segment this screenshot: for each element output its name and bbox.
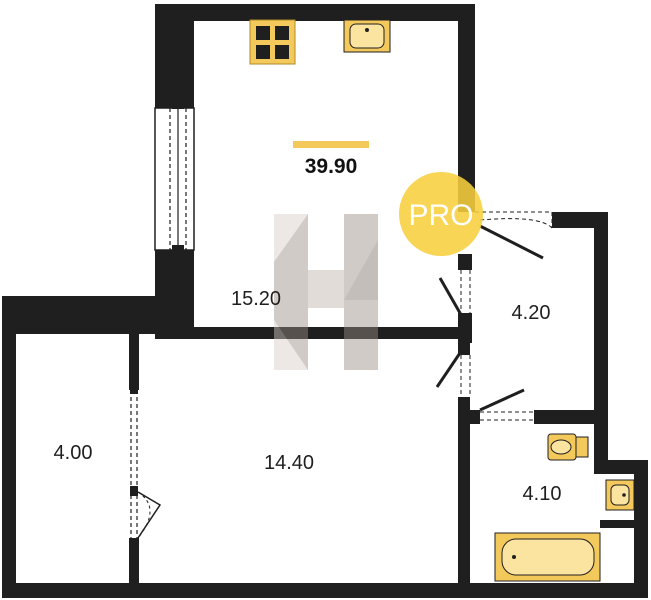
kitchen-door	[438, 270, 471, 314]
wall-bath-top-left	[458, 410, 480, 424]
total-area-label: 39.90	[305, 155, 358, 178]
room-area-hall: 4.20	[512, 302, 551, 324]
room-area-left-room: 4.00	[54, 442, 93, 464]
wall-hall-right	[594, 212, 608, 474]
wall-bath-inner-shaft	[600, 520, 634, 528]
room-area-kitchen-living: 15.20	[231, 288, 281, 310]
wall-kitchen-door-post-upper	[458, 254, 472, 270]
wall-left-room-divider-bottom	[129, 538, 139, 588]
wall-kitchen-bottom	[155, 327, 472, 339]
bathroom-door	[479, 388, 534, 421]
wall-bath-bump-right	[634, 460, 648, 598]
room-area-bedroom: 14.40	[264, 452, 314, 474]
toilet-icon	[547, 433, 589, 461]
wall-bottom	[2, 583, 644, 598]
wall-hall-left-lower	[458, 397, 470, 587]
wall-right-kitchen	[458, 4, 475, 212]
bathtub-icon	[494, 532, 601, 582]
walls	[2, 4, 648, 598]
kitchen-sink-icon	[343, 19, 391, 53]
pro-badge: PRO	[399, 172, 483, 256]
wall-hall-left-mid	[458, 343, 470, 355]
entry-door	[475, 211, 553, 260]
bedroom-door	[435, 352, 471, 397]
window-kitchen-left	[154, 103, 195, 251]
pro-badge-text: PRO	[408, 199, 473, 232]
wall-left-room-divider-top	[129, 334, 139, 390]
sliding-door-left-room	[130, 386, 162, 539]
wall-bath-bump-top	[594, 460, 644, 474]
wall-left-kitchen-lower	[155, 250, 194, 300]
wall-left-kitchen-upper	[155, 4, 194, 108]
wall-left-outer	[2, 296, 16, 596]
bathroom-sink-icon	[605, 479, 635, 511]
wall-bath-top	[534, 410, 608, 424]
total-area-bar	[293, 141, 369, 148]
stove-icon	[249, 19, 296, 65]
watermark-logo	[274, 214, 378, 370]
wall-top-kitchen	[155, 4, 475, 21]
room-area-bathroom: 4.10	[523, 483, 562, 505]
